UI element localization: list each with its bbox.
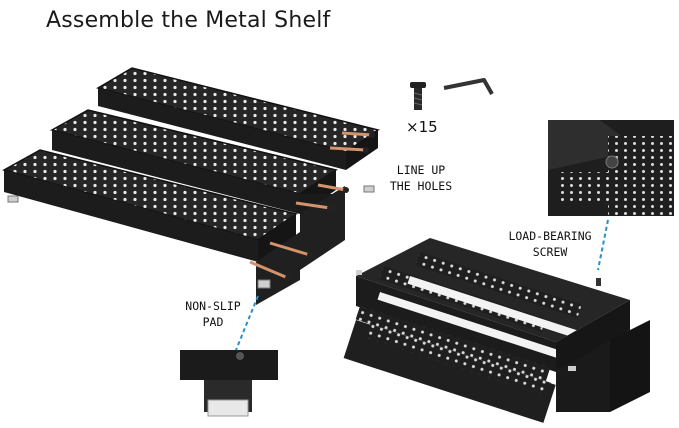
stepped-shelf-exploded — [343, 238, 650, 423]
load-bearing-screw-detail — [548, 120, 674, 216]
load-bearing-label-line1: LOAD-BEARING — [508, 229, 592, 243]
load-bearing-screw-label: LOAD-BEARING SCREW — [500, 228, 600, 260]
line-up-label: LINE UP THE HOLES — [386, 162, 456, 194]
line-up-label-line1: LINE UP — [396, 163, 446, 177]
non-slip-pad-detail — [180, 350, 278, 417]
alignment-screws — [249, 131, 375, 281]
hex-key-icon — [443, 78, 494, 95]
stepped-shelf-assembled — [2, 67, 380, 305]
screw-icon — [410, 82, 426, 110]
callout-line-non-slip — [235, 295, 259, 351]
callout-line-load-bearing — [597, 219, 609, 271]
shelf-tier-bottom — [2, 149, 298, 262]
page-title: Assemble the Metal Shelf — [46, 8, 331, 33]
non-slip-label-line1: NON-SLIP — [185, 299, 241, 313]
non-slip-label-line2: PAD — [202, 315, 224, 329]
screw-quantity: ×15 — [406, 118, 438, 136]
load-bearing-label-line2: SCREW — [532, 245, 568, 259]
line-up-label-line2: THE HOLES — [389, 179, 453, 193]
non-slip-pad-label: NON-SLIP PAD — [178, 298, 248, 330]
